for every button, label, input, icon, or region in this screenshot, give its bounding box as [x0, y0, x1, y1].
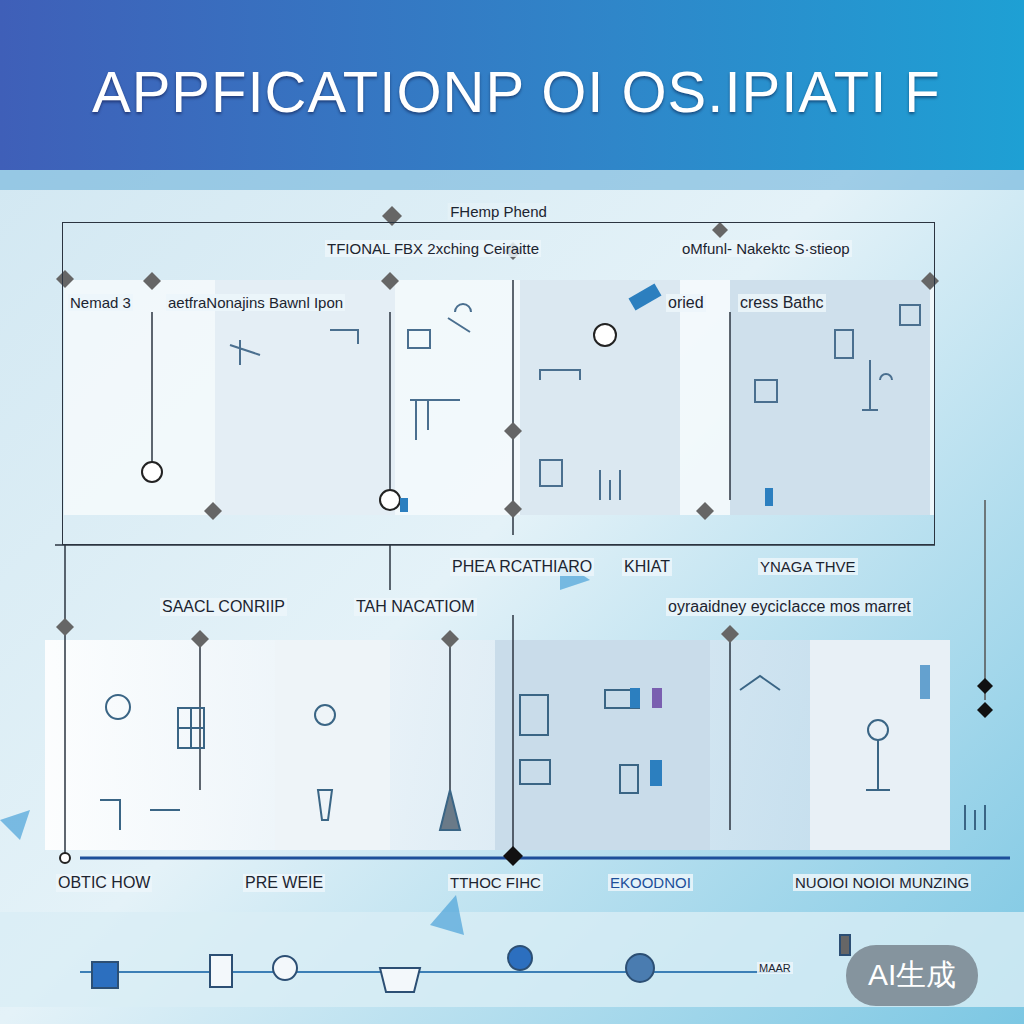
footer-label: NUOIOI NOIOI MUNZING	[793, 874, 971, 891]
panel-heading: FHemp Phend	[447, 203, 550, 220]
footer-label: TTHOC FIHC	[448, 874, 543, 891]
watermark-badge: AI生成	[846, 945, 978, 1006]
small-label: MAAR	[757, 962, 793, 974]
column-heading: TFIONAL FBX 2xching Ceiraitte	[325, 240, 541, 257]
row-label: cress Bathc	[738, 294, 826, 312]
row-label: aetfraNonajins Bawnl Ipon	[166, 294, 345, 311]
section-heading: PHEA RCATHIARO	[450, 558, 594, 576]
footer-label: PRE WEIE	[243, 874, 325, 892]
row-label: SAACL CONRIIP	[160, 598, 287, 616]
section-heading: KHIAT	[622, 558, 672, 576]
row-label: oyraaidney eycicIacce mos marret	[666, 598, 913, 616]
row-label: TAH NACATIOM	[354, 598, 477, 616]
diagram-title: APPFICATIONP OI OS.IPIATI F	[92, 58, 941, 125]
row-label: Nemad 3	[68, 294, 133, 311]
section-heading: YNAGA THVE	[758, 558, 858, 575]
footer-label: OBTIC HOW	[56, 874, 152, 892]
footer-label: EKOODNOI	[608, 874, 693, 891]
panel-frame: FHemp Phend	[62, 222, 935, 545]
column-heading: oMfunl- Nakektc S·stieop	[680, 240, 852, 257]
row-label: oried	[666, 294, 706, 312]
